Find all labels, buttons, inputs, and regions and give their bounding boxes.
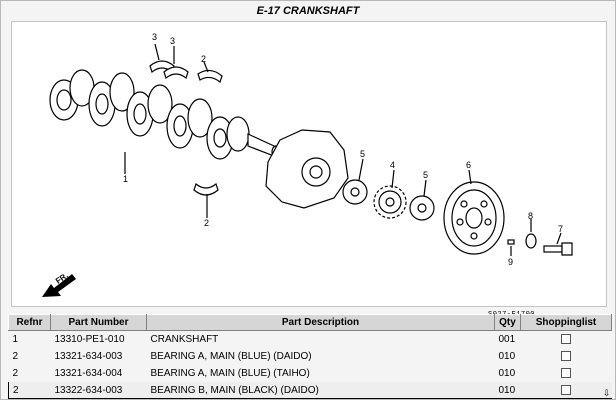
callout-3b: 3 <box>170 36 175 46</box>
table-row-selected[interactable]: 2 13322-634-003 BEARING B, MAIN (BLACK) … <box>8 381 612 399</box>
col-header-qty[interactable]: Qty <box>494 314 521 331</box>
cell-shoppinglist <box>520 330 612 348</box>
cell-description: BEARING A, MAIN (BLUE) (DAIDO) <box>146 347 495 365</box>
parts-table: Refnr Part Number Part Description Qty S… <box>8 314 612 399</box>
cell-description: CRANKSHAFT <box>146 330 495 348</box>
cell-qty: 001 <box>494 330 521 348</box>
table-row[interactable]: 1 13310-PE1-010 CRANKSHAFT 001 <box>8 330 612 348</box>
callout-3a: 3 <box>152 32 157 42</box>
callout-8: 8 <box>528 211 533 221</box>
cell-refnr: 1 <box>8 330 51 348</box>
col-header-shoppinglist[interactable]: Shoppinglist <box>520 314 612 331</box>
cell-qty: 010 <box>494 347 521 365</box>
table-header-row: Refnr Part Number Part Description Qty S… <box>8 314 612 331</box>
cell-part-number: 13310-PE1-010 <box>50 330 147 348</box>
cell-refnr: 2 <box>8 364 51 382</box>
cell-shoppinglist <box>520 381 612 399</box>
crankshaft-drawing <box>49 69 281 160</box>
callout-2a: 2 <box>201 54 206 64</box>
shoppinglist-checkbox[interactable] <box>561 384 571 395</box>
table-row[interactable]: 2 13321-634-003 BEARING A, MAIN (BLUE) (… <box>8 347 612 365</box>
table-row[interactable]: 2 13321-634-004 BEARING A, MAIN (BLUE) (… <box>8 364 612 382</box>
col-header-description[interactable]: Part Description <box>146 314 495 331</box>
cell-shoppinglist <box>520 347 612 365</box>
callout-4: 4 <box>390 160 395 170</box>
callout-9: 9 <box>508 257 513 267</box>
callout-numbers: 1 2 2 3 3 4 5 5 6 7 8 9 <box>123 32 563 267</box>
callout-6: 6 <box>466 160 471 170</box>
cell-qty: 010 <box>494 381 521 399</box>
cell-refnr: 2 <box>8 347 51 365</box>
cell-description: BEARING B, MAIN (BLACK) (DAIDO) <box>146 381 495 399</box>
callout-1: 1 <box>123 174 128 184</box>
scroll-down-arrow-icon[interactable]: ⇩ <box>603 388 611 398</box>
front-direction-arrow: FR. <box>42 271 76 297</box>
cell-description: BEARING A, MAIN (BLUE) (TAIHO) <box>146 364 495 382</box>
crankshaft-exploded-view: FR. 1 2 2 3 3 4 5 5 6 7 8 9 <box>42 32 573 297</box>
col-header-refnr[interactable]: Refnr <box>8 314 51 331</box>
callout-5a: 5 <box>360 149 365 159</box>
cell-qty: 010 <box>494 364 521 382</box>
shoppinglist-checkbox[interactable] <box>561 333 571 344</box>
page-title: E-17 CRANKSHAFT <box>256 5 360 17</box>
cell-refnr: 2 <box>8 381 51 399</box>
parts-diagram: FR. 1 2 2 3 3 4 5 5 6 7 8 9 S027-E1700 <box>11 21 607 319</box>
cell-part-number: 13321-634-004 <box>50 364 147 382</box>
col-header-part-number[interactable]: Part Number <box>50 314 147 331</box>
cell-part-number: 13322-634-003 <box>50 381 147 399</box>
callout-7: 7 <box>558 224 563 234</box>
shoppinglist-checkbox[interactable] <box>561 350 571 361</box>
callout-2b: 2 <box>204 218 209 228</box>
callout-5b: 5 <box>423 170 428 180</box>
shoppinglist-checkbox[interactable] <box>561 367 571 378</box>
cell-part-number: 13321-634-003 <box>50 347 147 365</box>
cell-shoppinglist <box>520 364 612 382</box>
